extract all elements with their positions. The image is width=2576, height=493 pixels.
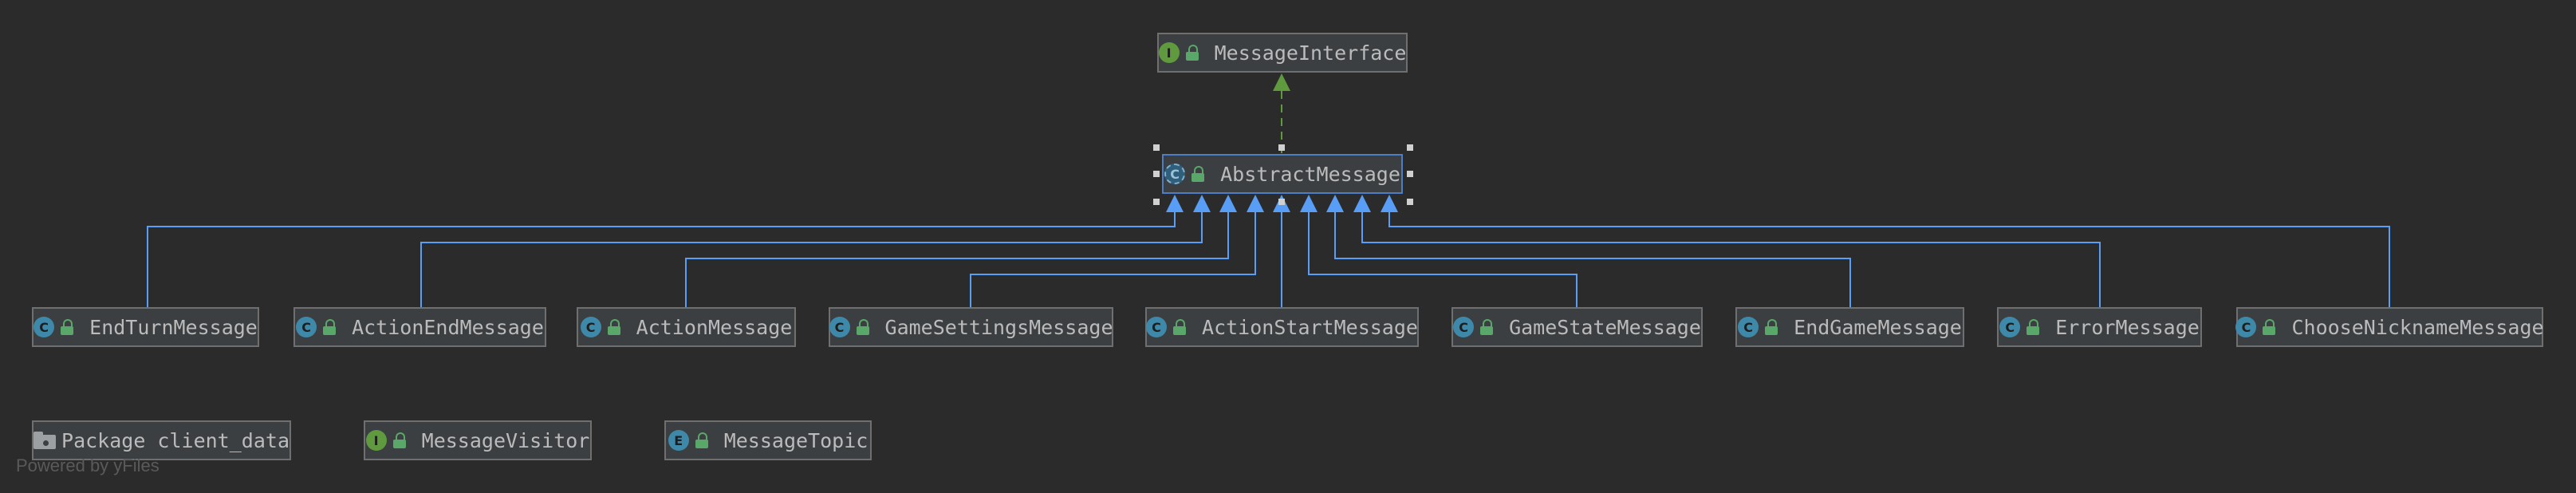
inheritance-arrowhead xyxy=(1219,195,1237,212)
public-lock-icon xyxy=(2027,319,2041,335)
node-label: ActionStartMessage xyxy=(1202,315,1418,339)
node-label: EndGameMessage xyxy=(1794,315,1962,339)
class-icon: C xyxy=(1146,317,1168,337)
public-lock-icon xyxy=(61,319,75,335)
node-label: MessageVisitor xyxy=(421,428,590,452)
node-action-end-message[interactable]: C ActionEndMessage xyxy=(293,307,546,347)
selection-handle[interactable] xyxy=(1278,199,1285,205)
public-lock-icon xyxy=(1480,319,1495,335)
node-choose-nickname-message[interactable]: C ChooseNicknameMessage xyxy=(2235,307,2544,347)
node-label: AbstractMessage xyxy=(1220,162,1400,186)
inheritance-edge xyxy=(970,212,1256,307)
class-icon: C xyxy=(1738,317,1759,337)
public-lock-icon xyxy=(1173,319,1188,335)
enum-icon: E xyxy=(668,430,689,451)
inheritance-arrowhead xyxy=(1381,195,1398,212)
node-action-message[interactable]: C ActionMessage xyxy=(577,307,796,347)
class-icon: C xyxy=(296,317,317,337)
node-game-settings-message[interactable]: C GameSettingsMessage xyxy=(829,307,1113,347)
public-lock-icon xyxy=(1191,166,1206,182)
inheritance-edge xyxy=(1388,212,2390,307)
public-lock-icon xyxy=(2263,319,2277,335)
selection-handle[interactable] xyxy=(1153,144,1160,151)
selection-handle[interactable] xyxy=(1407,199,1413,205)
powered-by-footer: Powered by yFiles xyxy=(16,456,160,475)
node-end-game-message[interactable]: C EndGameMessage xyxy=(1735,307,1964,347)
node-label: Package client_data xyxy=(61,428,290,452)
inheritance-edge xyxy=(147,212,1176,307)
class-icon: C xyxy=(1999,317,2021,337)
inheritance-edges xyxy=(147,195,2390,307)
public-lock-icon xyxy=(1765,319,1779,335)
inheritance-arrowhead xyxy=(1300,195,1318,212)
public-lock-icon xyxy=(695,432,710,448)
public-lock-icon xyxy=(856,319,871,335)
inheritance-edge xyxy=(1361,212,2101,307)
inheritance-arrowhead xyxy=(1326,195,1344,212)
node-action-start-message[interactable]: C ActionStartMessage xyxy=(1145,307,1419,347)
public-lock-icon xyxy=(607,319,622,335)
node-message-interface[interactable]: I MessageInterface xyxy=(1157,33,1408,73)
class-icon: C xyxy=(580,317,601,337)
selection-handle[interactable] xyxy=(1278,144,1285,151)
public-lock-icon xyxy=(392,432,408,448)
class-icon: C xyxy=(33,317,55,337)
node-label: ActionMessage xyxy=(636,315,793,339)
node-abstract-message[interactable]: C AbstractMessage xyxy=(1162,154,1403,194)
node-game-state-message[interactable]: C GameStateMessage xyxy=(1451,307,1703,347)
inheritance-arrowhead xyxy=(1166,195,1184,212)
selection-handle[interactable] xyxy=(1153,199,1160,205)
selection-handle[interactable] xyxy=(1407,144,1413,151)
interface-icon: I xyxy=(365,430,387,451)
node-end-turn-message[interactable]: C EndTurnMessage xyxy=(32,307,259,347)
class-icon: C xyxy=(829,317,850,337)
selection-handle[interactable] xyxy=(1153,171,1160,177)
class-icon: C xyxy=(1453,317,1475,337)
implements-arrowhead xyxy=(1273,73,1290,91)
node-message-topic[interactable]: E MessageTopic xyxy=(664,420,872,460)
inheritance-edge xyxy=(685,212,1229,307)
node-message-visitor[interactable]: I MessageVisitor xyxy=(364,420,592,460)
inheritance-arrowhead xyxy=(1353,195,1371,212)
node-label: MessageInterface xyxy=(1214,41,1407,65)
node-label: GameStateMessage xyxy=(1509,315,1701,339)
public-lock-icon xyxy=(323,319,337,335)
class-icon: C xyxy=(2235,317,2257,337)
node-package-client-data[interactable]: Package client_data xyxy=(32,420,291,460)
public-lock-icon xyxy=(1185,45,1200,61)
inheritance-edge xyxy=(1334,212,1851,307)
selection-handle[interactable] xyxy=(1407,171,1413,177)
abstract-class-icon: C xyxy=(1164,164,1186,184)
inheritance-edge xyxy=(1308,212,1578,307)
node-label: MessageTopic xyxy=(723,428,869,452)
node-label: GameSettingsMessage xyxy=(884,315,1113,339)
inheritance-arrowhead xyxy=(1193,195,1211,212)
inheritance-arrowhead xyxy=(1247,195,1264,212)
interface-icon: I xyxy=(1158,42,1180,63)
node-label: ErrorMessage xyxy=(2055,315,2200,339)
node-error-message[interactable]: C ErrorMessage xyxy=(1997,307,2202,347)
package-folder-icon xyxy=(33,432,57,449)
inheritance-edge xyxy=(420,212,1203,307)
node-label: ActionEndMessage xyxy=(352,315,544,339)
node-label: EndTurnMessage xyxy=(89,315,258,339)
node-label: ChooseNicknameMessage xyxy=(2291,315,2544,339)
